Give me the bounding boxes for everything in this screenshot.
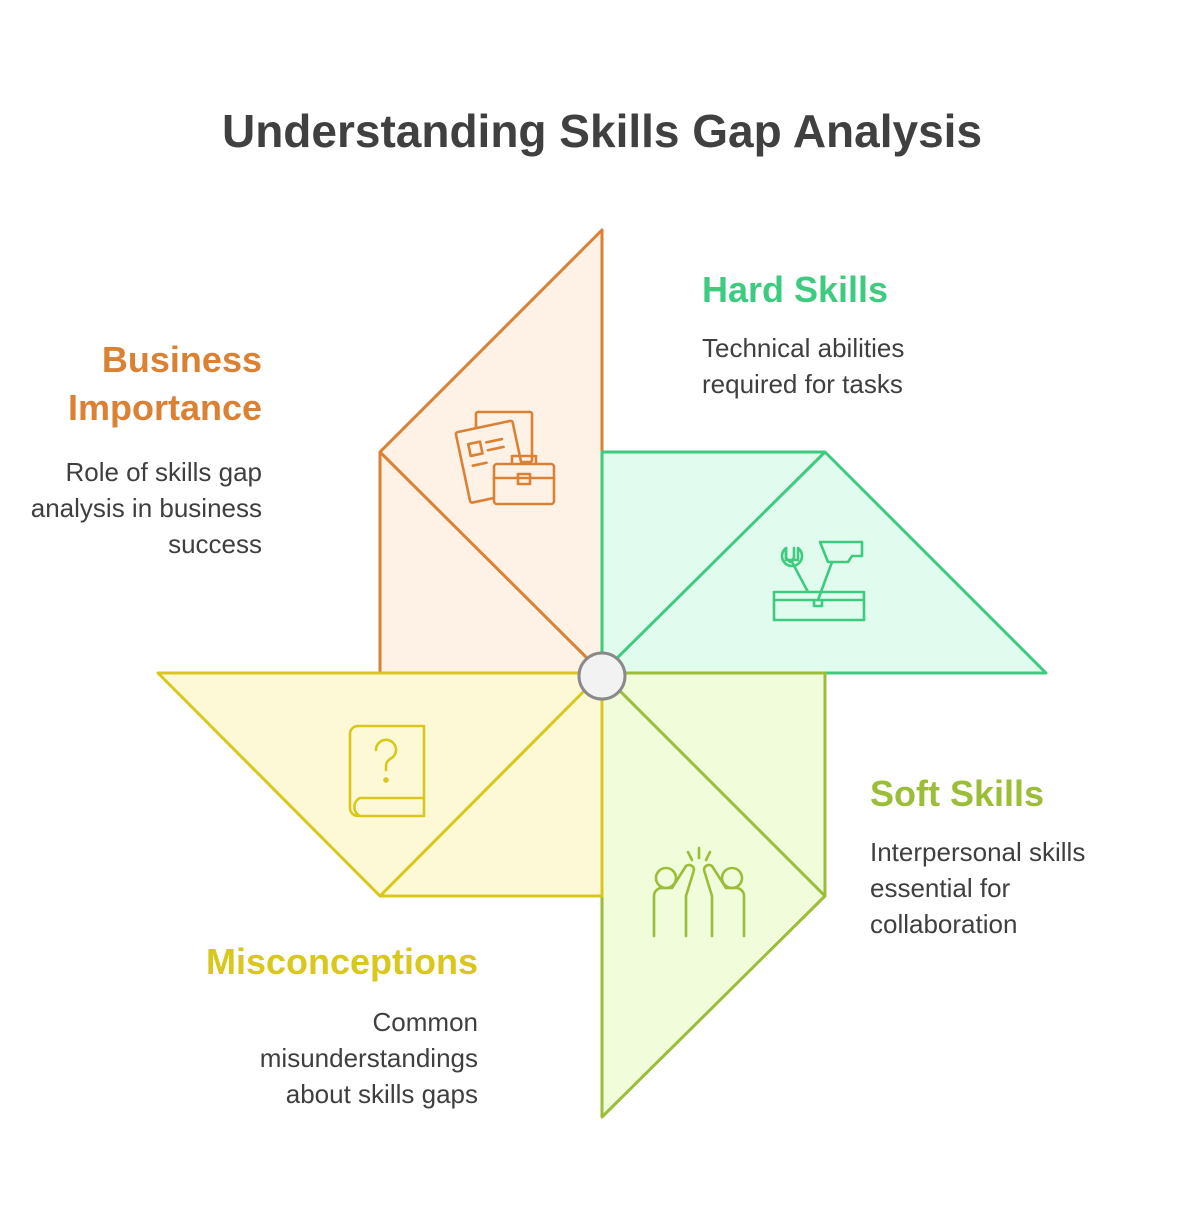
description-line: Common (372, 1007, 478, 1037)
question-book-icon (348, 724, 426, 818)
blade-soft-skills (600, 671, 827, 1119)
center-pin (577, 651, 627, 701)
page-title: Understanding Skills Gap Analysis (221, 105, 983, 157)
section-heading: Business Importance (0, 336, 262, 432)
blade-misconceptions (156, 671, 604, 898)
description-line: misunderstandings (259, 1043, 478, 1073)
heading-line: Business (101, 339, 262, 380)
section-heading: Soft Skills (870, 770, 1190, 818)
heading-line: Misconceptions (205, 941, 478, 982)
section-description: Common misunderstandings about skills ga… (118, 1004, 478, 1112)
section-heading: Misconceptions (118, 938, 478, 986)
section-hard-skills: Hard Skills Technical abilities required… (702, 266, 1022, 402)
section-description: Technical abilities required for tasks (702, 330, 1022, 402)
high-five-icon (652, 846, 746, 938)
description-line: Interpersonal skills (870, 837, 1086, 867)
description-line: required for tasks (702, 369, 903, 399)
heading-line: Hard Skills (702, 269, 889, 310)
description-line: analysis in business (30, 493, 262, 523)
documents-briefcase-icon (454, 410, 556, 506)
section-misconceptions: Misconceptions Common misunderstandings … (118, 938, 478, 1112)
section-description: Role of skills gap analysis in business … (0, 454, 262, 562)
section-business-importance: Business Importance Role of skills gap a… (0, 336, 262, 562)
description-line: about skills gaps (285, 1079, 478, 1109)
section-description: Interpersonal skills essential for colla… (870, 834, 1190, 942)
section-heading: Hard Skills (702, 266, 1022, 314)
section-soft-skills: Soft Skills Interpersonal skills essenti… (870, 770, 1190, 942)
heading-line: Importance (67, 387, 262, 428)
heading-line: Soft Skills (870, 773, 1045, 814)
description-line: Technical abilities (702, 333, 905, 363)
description-line: essential for (870, 873, 1011, 903)
description-line: collaboration (870, 909, 1018, 939)
description-line: success (168, 529, 262, 559)
blade-hard-skills (600, 450, 1048, 675)
description-line: Role of skills gap (65, 457, 262, 487)
toolbox-icon (772, 540, 866, 622)
